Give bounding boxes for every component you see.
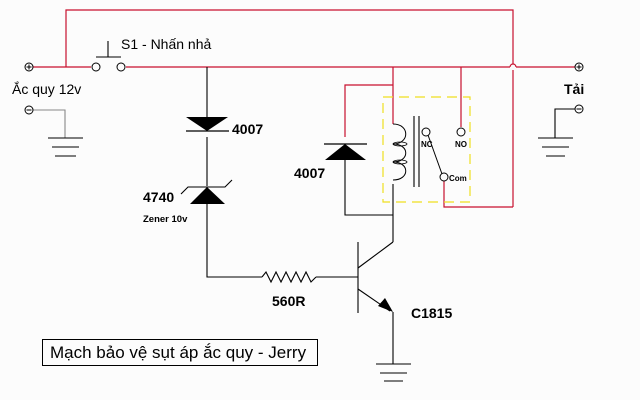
transistor-emitter-arrow: [378, 298, 393, 312]
load-plus-terminal[interactable]: [574, 62, 584, 72]
relay-armature: [427, 134, 443, 175]
relay-no-label: NO: [455, 140, 467, 149]
diode-series-label: 4007: [232, 121, 263, 137]
relay: [382, 96, 471, 203]
battery-minus-terminal[interactable]: [24, 105, 34, 115]
wire-flyback-top: [344, 84, 393, 137]
wire-top-bypass: [65, 9, 514, 67]
push-switch-s1[interactable]: [91, 41, 126, 72]
load-label: Tải: [564, 81, 584, 97]
resistor-zigzag: [261, 270, 317, 284]
diode-flyback: [324, 143, 367, 160]
relay-com-label: Com: [449, 174, 467, 183]
diode-flyback-label: 4007: [294, 165, 325, 181]
resistor-label: 560R: [272, 293, 305, 309]
diagram-title: Mạch bảo vệ sụt áp ắc quy - Jerry: [42, 339, 318, 366]
relay-com-contact: [439, 172, 449, 182]
relay-core: [413, 116, 420, 187]
ground-transistor: [376, 363, 411, 382]
relay-coil: [392, 123, 407, 181]
switch-label: S1 - Nhấn nhả: [121, 36, 211, 52]
wire-jump-over: [509, 63, 517, 68]
relay-nc-contact: [421, 127, 431, 137]
relay-nc-label: NC: [421, 140, 433, 149]
ground-battery: [33, 109, 83, 157]
load-minus-terminal[interactable]: [574, 104, 584, 114]
transistor-collector: [357, 241, 394, 269]
relay-no-contact: [456, 127, 466, 137]
wire-com: [443, 181, 513, 208]
battery-plus-terminal[interactable]: [24, 62, 34, 72]
ground-load: [538, 108, 575, 157]
battery-label: Ắc quy 12v: [12, 80, 81, 97]
wire-flyback-bottom: [344, 160, 393, 216]
signal-wires: [206, 67, 394, 364]
zener-sublabel: Zener 10v: [143, 214, 188, 225]
transistor-label: C1815: [411, 305, 452, 321]
zener-label: 4740: [143, 189, 174, 205]
diode-series: [186, 117, 229, 132]
power-wires: [33, 9, 575, 208]
zener-diode: [180, 179, 233, 204]
wire-zener-to-resistor: [206, 204, 262, 278]
